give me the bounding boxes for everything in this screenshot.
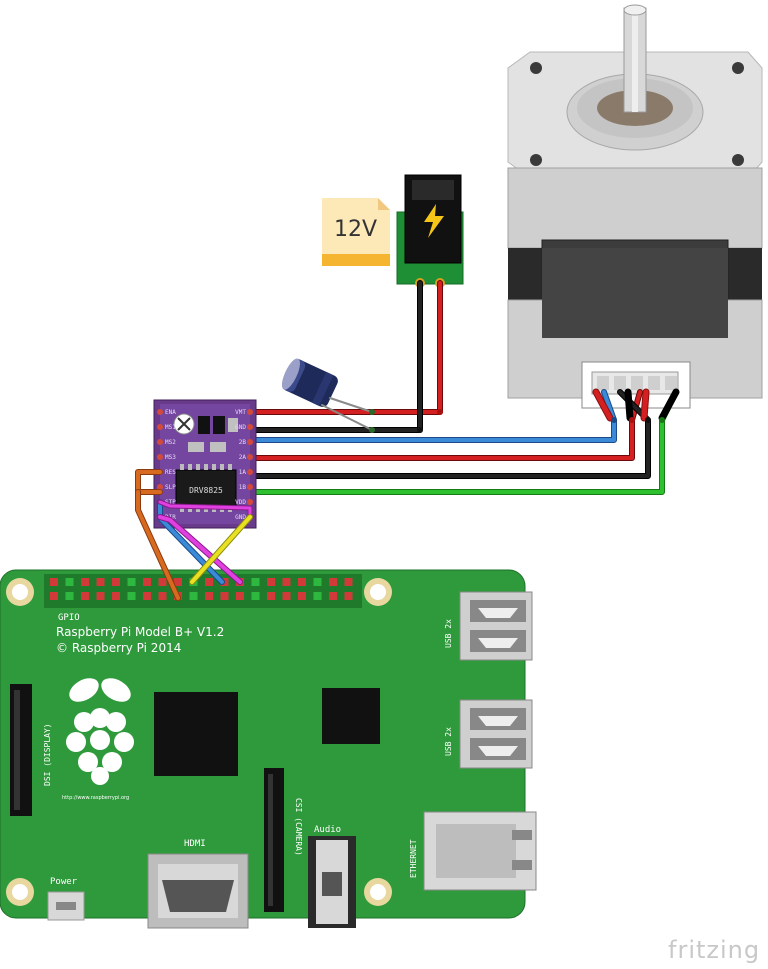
csi-label: CSI (CAMERA)	[294, 798, 303, 856]
pin-label: 2B	[239, 439, 247, 446]
pin-label: GND	[235, 424, 246, 431]
gpio-pin	[282, 592, 291, 600]
pin-label: SLP	[165, 484, 176, 491]
gpio-label: GPIO	[58, 613, 80, 623]
gpio-pin	[50, 592, 58, 600]
power-label: Power	[50, 877, 78, 887]
raspberry-pi-board	[0, 569, 537, 929]
board-model-label: Raspberry Pi Model B+ V1.2	[56, 625, 224, 639]
gpio-pin	[158, 592, 167, 600]
voltage-label: 12V	[334, 217, 377, 242]
pin-label: VDD	[235, 499, 246, 506]
pin-label: 1A	[239, 469, 247, 476]
pin-label: 1B	[239, 484, 247, 491]
capacitor	[281, 358, 338, 407]
gpio-pin	[329, 592, 337, 600]
gpio-pin	[50, 578, 58, 586]
gpio-pin	[329, 578, 337, 586]
gpio-pin	[65, 592, 74, 600]
gpio-pin	[112, 578, 120, 586]
gpio-pin	[96, 578, 105, 586]
gpio-pin	[298, 578, 306, 586]
driver-right-pin-labels: VMT GND 2B 2A 1A 1B VDD GND	[235, 409, 246, 521]
gpio-pin	[189, 592, 198, 600]
pin-label: STP	[165, 499, 176, 506]
pin-label: MS2	[165, 439, 176, 446]
gpio-pin	[143, 578, 151, 586]
gpio-pin	[81, 578, 89, 586]
gpio-pin	[251, 578, 260, 586]
gpio-pin	[205, 578, 213, 586]
ethernet-label: ETHERNET	[409, 839, 418, 878]
gpio-pin	[313, 592, 322, 600]
usb-label-1: USB 2x	[444, 619, 453, 648]
audio-label: Audio	[314, 825, 341, 835]
driver-chip-label: DRV8825	[189, 486, 223, 495]
dsi-label: DSI (DISPLAY)	[43, 723, 52, 786]
pin-label: GND	[235, 514, 246, 521]
lightning-icon	[424, 204, 444, 238]
gpio-pin	[298, 592, 306, 600]
gpio-pin	[267, 578, 275, 586]
usb-label-2: USB 2x	[444, 727, 453, 756]
raspberry-logo-icon	[66, 678, 134, 785]
gpio-pin	[174, 578, 182, 586]
pin-label: ENA	[165, 409, 176, 416]
fritzing-watermark: fritzing	[668, 936, 760, 964]
gpio-pin	[205, 592, 213, 600]
gpio-pin	[344, 592, 353, 600]
gpio-pin	[127, 592, 136, 600]
gpio-pin	[282, 578, 291, 586]
voltage-label-sign	[322, 198, 390, 266]
pin-label: MS1	[165, 424, 176, 431]
gpio-pin	[65, 578, 74, 586]
pin-label: VMT	[235, 409, 246, 416]
url-label: http://www.raspberrypi.org	[62, 795, 129, 801]
gpio-pin	[220, 592, 229, 600]
gpio-pin	[344, 578, 353, 586]
pin-label: RES	[165, 469, 176, 476]
gpio-pin	[267, 592, 275, 600]
gpio-pin	[158, 578, 167, 586]
wire-junctions	[369, 409, 665, 433]
power-jack	[396, 174, 464, 288]
gpio-pin	[251, 592, 260, 600]
wires-driver-pi	[135, 469, 253, 601]
gpio-pin	[143, 592, 151, 600]
gpio-pin	[236, 592, 244, 600]
board-copyright-label: © Raspberry Pi 2014	[56, 641, 181, 655]
pin-label: MS3	[165, 454, 176, 461]
stepper-motor	[507, 4, 763, 409]
gpio-pin	[81, 592, 89, 600]
gpio-pin	[313, 578, 322, 586]
gpio-pin	[96, 592, 105, 600]
hdmi-label: HDMI	[184, 839, 206, 849]
pin-label: 2A	[239, 454, 247, 461]
gpio-pin	[112, 592, 120, 600]
gpio-pin	[127, 578, 136, 586]
